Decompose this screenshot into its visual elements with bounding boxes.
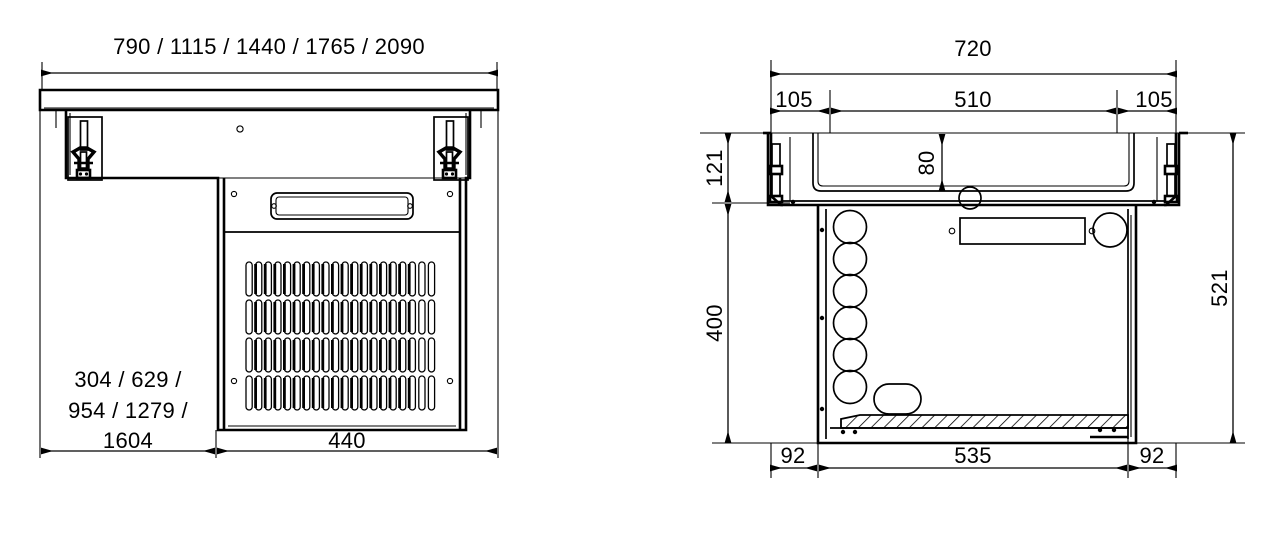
dim-height-total-text: 521 <box>1207 269 1232 307</box>
dim-side-left-text: 105 <box>775 87 813 112</box>
dim-base-right-text: 92 <box>1139 443 1164 468</box>
dim-basin-depth: 80 <box>914 134 946 191</box>
front-label-plate <box>270 192 414 220</box>
dim-height-lower: 400 <box>702 204 732 443</box>
side-rail-dot-2 <box>819 315 825 321</box>
side-compressor <box>873 383 922 415</box>
side-coil-circle-3 <box>832 273 868 309</box>
front-condenser-grille <box>245 261 436 411</box>
dim-front-left-line1: 304 / 629 / <box>74 367 182 392</box>
side-basin <box>812 133 1135 192</box>
side-control-screw-right <box>1088 227 1096 235</box>
side-rail-dot-1 <box>819 227 825 233</box>
front-right-latch <box>433 116 469 181</box>
side-control-screw-left <box>948 227 956 235</box>
front-panel-screw-right <box>446 190 454 198</box>
side-control-box <box>959 217 1086 245</box>
side-coil-circle-6 <box>832 369 868 405</box>
dim-side-segments: 105 510 105 <box>770 87 1177 115</box>
side-base-dot-1 <box>840 429 846 435</box>
side-coil-circle-5 <box>832 337 868 373</box>
side-coil-circle-2 <box>832 241 868 277</box>
side-coil-circle-4 <box>832 305 868 341</box>
dim-height-upper: 121 <box>702 133 732 202</box>
side-base-hatched-strip <box>830 414 1129 439</box>
front-view: 790 / 1115 / 1440 / 1765 / 2090 304 / 62… <box>38 34 500 458</box>
dim-side-total-text: 720 <box>954 36 992 61</box>
dim-front-width: 790 / 1115 / 1440 / 1765 / 2090 <box>41 34 498 90</box>
side-coil-circle-1 <box>832 209 868 245</box>
dim-front-width-text: 790 / 1115 / 1440 / 1765 / 2090 <box>113 34 425 59</box>
side-corner-marker-right <box>1151 199 1157 205</box>
side-lower-compartment <box>816 205 1138 445</box>
dim-side-center-text: 510 <box>954 87 992 112</box>
dim-front-left-width: 304 / 629 / 954 / 1279 / 1604 <box>41 367 215 455</box>
side-left-latch <box>763 131 784 207</box>
dim-base-center-text: 535 <box>954 443 992 468</box>
side-corner-marker-left <box>790 199 796 205</box>
dim-front-right-width: 440 <box>217 428 497 455</box>
dim-front-left-line3: 1604 <box>103 428 153 453</box>
dim-base-segments: 92 535 92 <box>770 443 1177 472</box>
side-view: 720 105 510 105 80 121 400 <box>700 36 1245 478</box>
front-upper-screw <box>236 125 244 133</box>
front-panel-screw-left <box>230 190 238 198</box>
dim-base-left-text: 92 <box>780 443 805 468</box>
front-panel-screw-right-lower <box>446 377 454 385</box>
front-panel-screw-left-lower <box>230 377 238 385</box>
dim-front-right-text: 440 <box>328 428 366 453</box>
side-base-dot-2 <box>852 429 858 435</box>
side-fan-circle <box>1092 212 1128 248</box>
front-left-latch <box>67 116 103 181</box>
side-right-latch <box>1163 131 1188 207</box>
side-base-dot-4 <box>1111 427 1117 433</box>
dim-height-lower-text: 400 <box>702 304 727 342</box>
dim-basin-depth-text: 80 <box>914 150 939 175</box>
side-coil-circles <box>832 209 868 405</box>
front-condenser-panel <box>222 178 462 430</box>
dim-side-right-text: 105 <box>1135 87 1173 112</box>
side-rail-dot-3 <box>819 406 825 412</box>
side-upper-housing <box>769 133 1178 207</box>
dim-side-total: 720 <box>770 36 1177 78</box>
dim-height-upper-text: 121 <box>702 149 727 187</box>
dim-height-total: 521 <box>1207 133 1237 443</box>
dim-front-left-line2: 954 / 1279 / <box>68 398 188 423</box>
side-drain-circle <box>958 186 982 210</box>
side-base-dot-3 <box>1097 427 1103 433</box>
